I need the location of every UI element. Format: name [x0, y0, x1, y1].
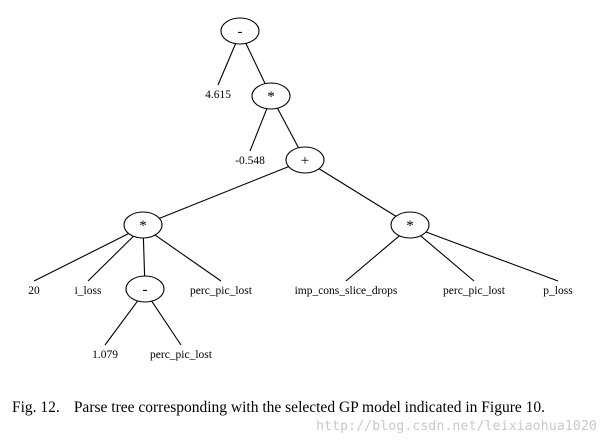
node-label: perc_pic_lost [443, 285, 506, 297]
edge-mul2-ppl1 [154, 234, 222, 282]
edge-minus2-c1079 [104, 300, 139, 346]
node-label: perc_pic_lost [150, 349, 213, 361]
node-ellipse [125, 275, 165, 303]
edge-root-mul1 [245, 43, 266, 84]
operator-node-plus: + [285, 146, 325, 174]
leaf-node-ploss: p_loss [543, 285, 573, 297]
leaf-node-ppl3: perc_pic_lost [443, 285, 506, 297]
edge-plus-mul2 [159, 166, 289, 219]
leaf-node-cneg548: -0.548 [235, 155, 265, 167]
watermark: http://blog.csdn.net/leixiaohua1020 [316, 419, 597, 434]
node-label: * [139, 218, 147, 234]
node-label: perc_pic_lost [190, 285, 253, 297]
node-ellipse [285, 146, 325, 174]
node-label: * [267, 89, 275, 105]
node-label: 4.615 [205, 89, 231, 101]
node-label: - [143, 282, 148, 298]
edge-mul1-cneg548 [249, 108, 268, 152]
leaf-node-c1079: 1.079 [92, 349, 118, 361]
node-label: + [301, 153, 309, 169]
leaf-node-c20: 20 [28, 285, 40, 297]
edge-mul1-plus [277, 107, 299, 149]
leaf-node-ppl2: perc_pic_lost [150, 349, 213, 361]
node-label: - [238, 24, 243, 40]
leaf-node-imp: imp_cons_slice_drops [295, 285, 398, 297]
edge-mul2-c20 [33, 233, 129, 282]
node-label: 20 [28, 285, 40, 297]
operator-node-root: - [220, 17, 260, 45]
figure-number: Fig. 12. [12, 399, 60, 416]
tree-nodes: - 4.615 * -0.548 + * * 20 i_loss - perc_pic_lost 1.… [28, 17, 573, 361]
tree-edges [33, 43, 559, 346]
edge-mul3-imp [345, 235, 400, 282]
leaf-node-iloss: i_loss [75, 285, 102, 297]
node-label: * [406, 218, 414, 234]
node-label: i_loss [75, 285, 102, 297]
edge-mul2-minus2 [142, 237, 146, 277]
node-ellipse [251, 82, 291, 110]
node-label: p_loss [543, 285, 573, 297]
parse-tree-diagram: - 4.615 * -0.548 + * * 20 i_loss - perc_pic_lost 1.… [28, 17, 573, 361]
node-ellipse [220, 17, 260, 45]
node-label: -0.548 [235, 155, 265, 167]
node-ellipse [390, 211, 430, 239]
edge-mul3-ploss [425, 231, 559, 282]
operator-node-mul1: * [251, 82, 291, 110]
operator-node-mul3: * [390, 211, 430, 239]
operator-node-minus2: - [125, 275, 165, 303]
leaf-node-ppl1: perc_pic_lost [190, 285, 253, 297]
edge-mul3-ppl3 [420, 235, 475, 282]
leaf-node-c4615: 4.615 [205, 89, 231, 101]
operator-node-mul2: * [123, 211, 163, 239]
edge-minus2-ppl2 [151, 300, 182, 346]
node-label: imp_cons_slice_drops [295, 285, 398, 297]
edge-plus-mul3 [318, 168, 397, 217]
edge-mul2-iloss [87, 235, 134, 282]
caption-text: Parse tree corresponding with the select… [73, 399, 546, 416]
node-ellipse [123, 211, 163, 239]
node-label: 1.079 [92, 349, 118, 361]
edge-root-c4615 [217, 43, 237, 86]
figure-caption: Fig. 12. Parse tree corresponding with th… [12, 397, 592, 418]
